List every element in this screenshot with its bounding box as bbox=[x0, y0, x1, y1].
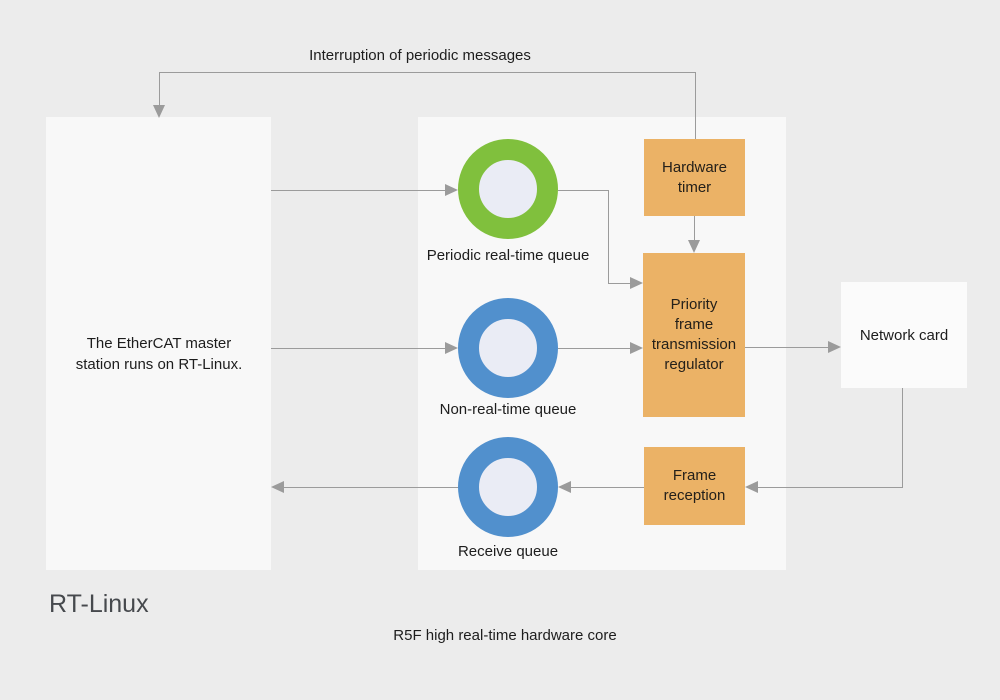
rtlinux-to-nonrealtime-arrowhead-icon bbox=[445, 342, 458, 354]
interruption-connector-left-vertical bbox=[159, 72, 160, 106]
interruption-connector-right-vertical bbox=[695, 72, 696, 139]
interruption-connector-horizontal bbox=[159, 72, 696, 73]
regulator-to-network-arrowhead-icon bbox=[828, 341, 841, 353]
rt-linux-panel bbox=[46, 117, 271, 570]
nonrealtime-to-regulator-arrowhead-icon bbox=[630, 342, 643, 354]
rt-linux-caption: RT-Linux bbox=[49, 590, 149, 618]
connector-regulator-to-network bbox=[745, 347, 828, 348]
connector-periodic-exit bbox=[558, 190, 609, 191]
network-to-reception-arrowhead-icon bbox=[745, 481, 758, 493]
rtlinux-to-periodic-arrowhead-icon bbox=[445, 184, 458, 196]
timer-to-regulator-arrowhead-icon bbox=[688, 240, 700, 253]
connector-rtlinux-to-periodic bbox=[271, 190, 445, 191]
priority-regulator-block: Priority frame transmission regulator bbox=[643, 253, 745, 417]
receive-queue-icon bbox=[458, 437, 558, 537]
connector-network-to-reception bbox=[758, 487, 903, 488]
connector-periodic-vertical bbox=[608, 190, 609, 283]
connector-reception-to-receive bbox=[571, 487, 644, 488]
network-card-box: Network card bbox=[841, 282, 967, 388]
connector-rtlinux-to-nonrealtime bbox=[271, 348, 445, 349]
periodic-realtime-queue-label: Periodic real-time queue bbox=[426, 247, 590, 264]
hardware-timer-block: Hardware timer bbox=[644, 139, 745, 216]
rt-linux-description: The EtherCAT master station runs on RT-L… bbox=[75, 335, 243, 373]
connector-periodic-to-regulator bbox=[608, 283, 630, 284]
receive-queue-label: Receive queue bbox=[457, 543, 559, 560]
non-realtime-queue-icon bbox=[458, 298, 558, 398]
non-realtime-queue-label: Non-real-time queue bbox=[439, 401, 577, 418]
r5f-caption: R5F high real-time hardware core bbox=[393, 627, 617, 644]
connector-nonrealtime-to-regulator bbox=[558, 348, 630, 349]
interruption-annotation: Interruption of periodic messages bbox=[309, 47, 531, 64]
periodic-realtime-queue-icon bbox=[458, 139, 558, 239]
receive-to-rtlinux-arrowhead-icon bbox=[271, 481, 284, 493]
interruption-arrowhead-icon bbox=[153, 105, 165, 118]
frame-reception-block: Frame reception bbox=[644, 447, 745, 525]
reception-to-receive-arrowhead-icon bbox=[558, 481, 571, 493]
connector-network-down bbox=[902, 388, 903, 487]
periodic-to-regulator-arrowhead-icon bbox=[630, 277, 643, 289]
connector-timer-to-regulator bbox=[694, 216, 695, 241]
connector-receive-to-rtlinux bbox=[284, 487, 458, 488]
